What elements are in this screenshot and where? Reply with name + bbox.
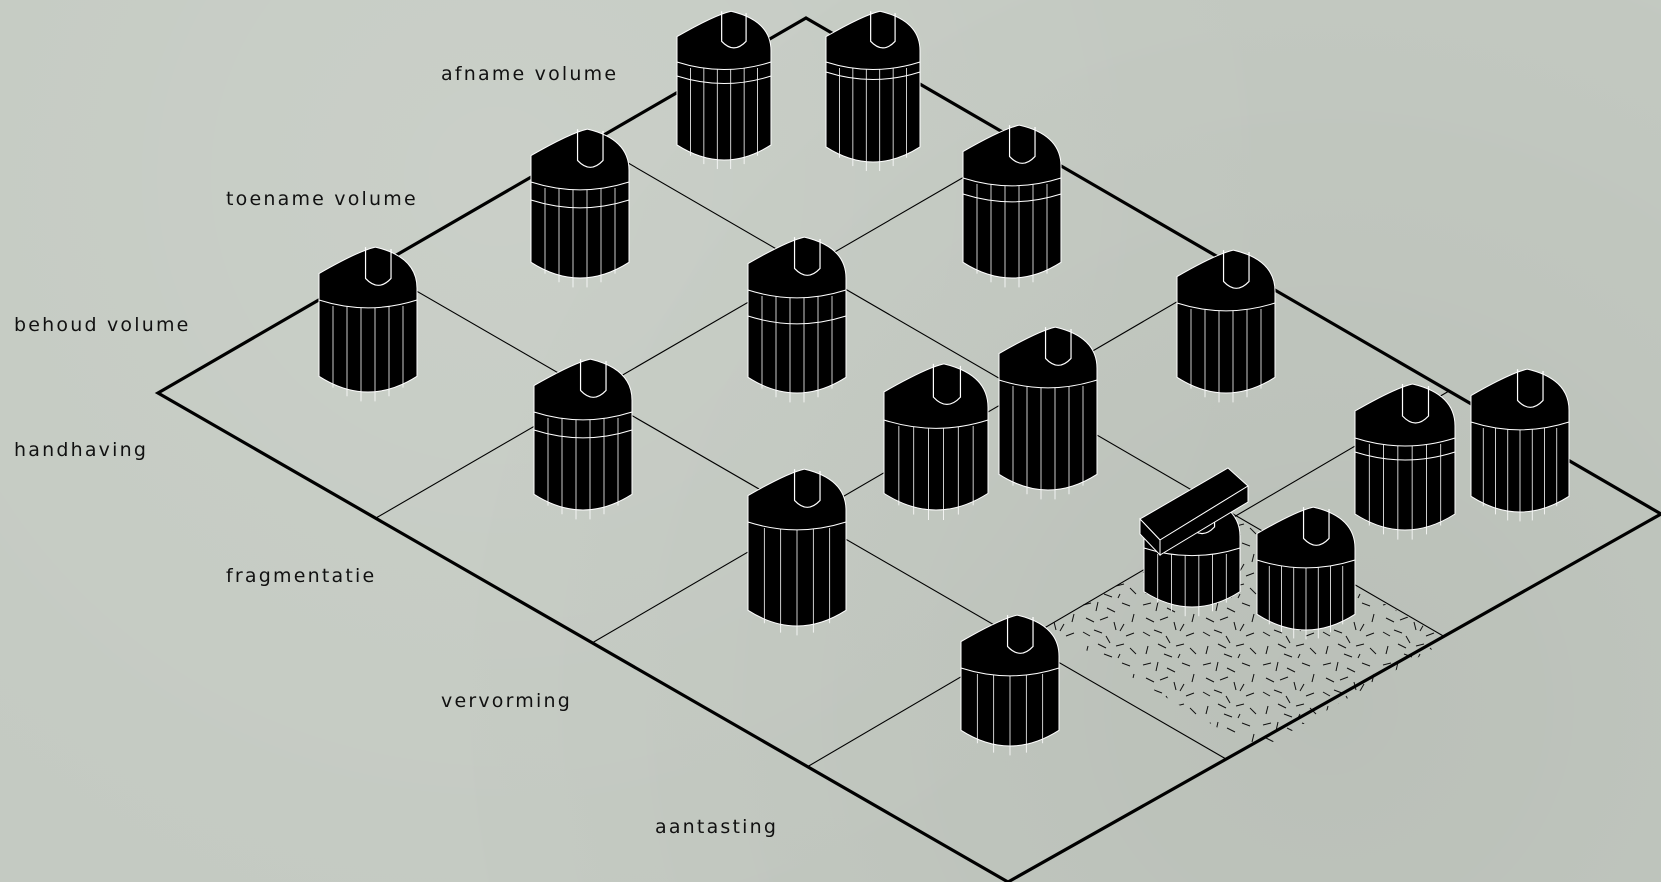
row-label-behoud-volume: behoud volume [14,314,191,336]
block-behoud-volume-2 [748,237,846,402]
block-vervorming-3 [1257,507,1355,639]
row-label-vervorming: vervorming [441,690,572,712]
block-vervorming-1 [748,469,846,635]
block-behoud-volume-3 [1177,250,1275,402]
block-aantasting-1 [961,615,1059,755]
block-handhaving-3 [999,327,1097,499]
hatched-ground-area [1045,518,1448,751]
block-afname-volume-2 [826,11,920,171]
row-label-aantasting: aantasting [655,816,778,838]
block-behoud-volume-1 [319,247,417,401]
block-handhaving-4 [1355,384,1455,540]
block-toename-volume-1 [531,129,629,287]
block-handhaving-1 [534,359,632,519]
row-label-toename-volume: toename volume [226,188,418,210]
row-label-fragmentatie: fragmentatie [226,565,376,587]
block-handhaving-2 [884,364,988,520]
row-label-handhaving: handhaving [14,439,148,461]
row-label-afname-volume: afname volume [441,63,618,85]
block-handhaving-5 [1471,369,1569,521]
block-afname-volume-1 [677,11,771,169]
block-toename-volume-2 [963,125,1061,287]
